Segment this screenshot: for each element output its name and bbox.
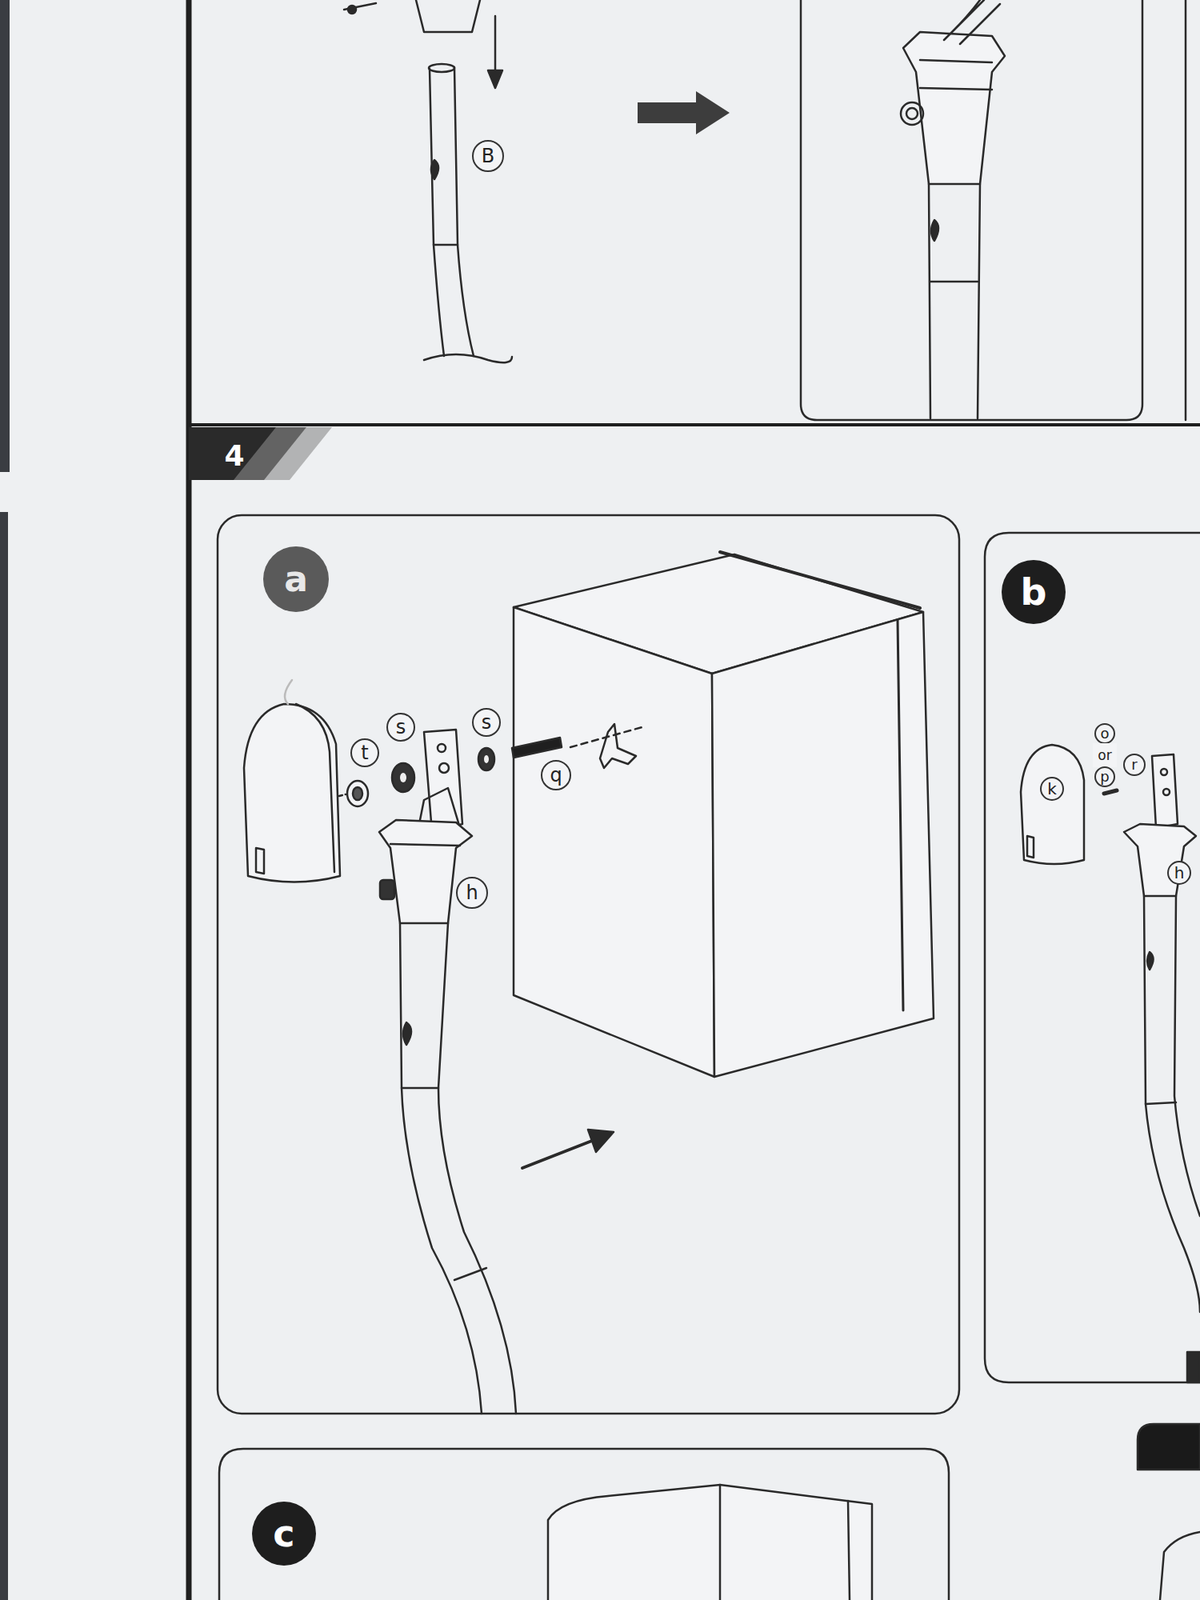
panel-badge: b bbox=[1001, 560, 1066, 624]
step-number: 4 bbox=[216, 438, 252, 474]
part-callout: p bbox=[1094, 766, 1116, 788]
panel-badge: a bbox=[263, 546, 329, 612]
part-callout: or bbox=[1092, 743, 1117, 768]
part-callout: h bbox=[456, 876, 488, 909]
part-callout: B bbox=[472, 140, 504, 172]
part-callout: k bbox=[1040, 776, 1064, 801]
part-callout: h bbox=[1167, 860, 1192, 885]
part-callout: r bbox=[1123, 753, 1146, 776]
part-callout: s bbox=[386, 712, 416, 742]
part-callout: s bbox=[472, 708, 501, 737]
part-callout: q bbox=[540, 760, 572, 791]
panel-badge: c bbox=[252, 1501, 316, 1566]
part-callout: t bbox=[350, 738, 380, 768]
part-callout: o bbox=[1094, 723, 1116, 744]
